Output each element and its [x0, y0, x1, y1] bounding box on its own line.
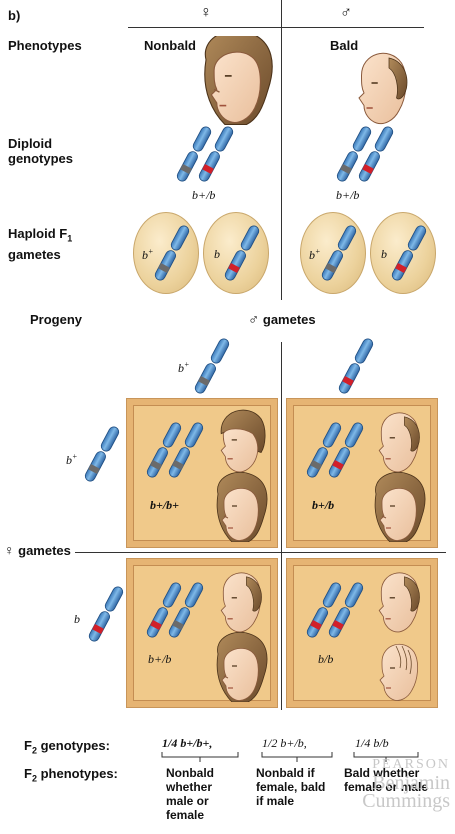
parent-divider — [281, 0, 282, 300]
cell22-male-head — [378, 572, 421, 633]
f2-phenotypes-label: F2 phenotypes: — [24, 766, 118, 784]
female-genotype: b+/b — [192, 188, 216, 202]
f2-phenotype-3: Bald whether female or male — [344, 766, 429, 794]
female-gamete-bplus: b+ — [133, 212, 199, 294]
diploid-genotypes-label: Diploid genotypes — [8, 136, 74, 166]
cell11-male-head — [220, 409, 266, 473]
male-diploid-chromosomes — [335, 124, 395, 184]
f2-phenotype-1: Nonbald whether male or female — [166, 766, 214, 822]
cell22-chromosomes — [305, 580, 365, 640]
male-gametes-label: ♂ gametes — [248, 311, 316, 328]
cell11-genotype: b+/b+ — [150, 498, 180, 512]
cell22-genotype: b/b — [318, 652, 334, 666]
left-gamete-bplus-label: b+ — [66, 452, 78, 467]
male-phenotype: Bald — [330, 38, 359, 53]
top-gamete-b — [337, 336, 375, 396]
female-gametes-label: ♀ gametes — [4, 543, 75, 558]
publisher-watermark: PEARSON Benjamin Cummings — [362, 757, 450, 812]
cell21-genotype: b+/b — [148, 652, 172, 666]
female-phenotype: Nonbald — [144, 38, 196, 53]
male-gamete-bplus: b+ — [300, 212, 366, 294]
male-gamete-b: b — [370, 212, 436, 294]
cell21-male-head — [220, 572, 263, 633]
f2-genotypes-label: F2 genotypes: — [24, 738, 110, 756]
f2-genotype-1: 1/4 b+/b+, — [162, 736, 213, 750]
punnett-vertical-line — [281, 342, 282, 710]
cell22-bald-head — [379, 643, 419, 702]
male-genotype: b+/b — [336, 188, 360, 202]
female-gamete-b: b — [203, 212, 269, 294]
f2-brackets — [161, 752, 419, 762]
left-gamete-b — [87, 584, 125, 644]
left-gamete-b-label: b — [74, 612, 80, 626]
cell12-male-head — [378, 412, 421, 473]
cell12-female-head — [374, 472, 426, 542]
cell21-chromosomes — [145, 580, 205, 640]
female-parent-head — [203, 36, 274, 126]
header-rule — [128, 27, 424, 28]
phenotypes-label: Phenotypes — [8, 38, 82, 53]
cell12-genotype: b+/b — [312, 498, 335, 512]
f2-genotype-3: 1/4 b/b — [355, 736, 389, 750]
f2-genotype-2: 1/2 b+/b, — [262, 736, 307, 750]
punnett-horizontal-line — [66, 552, 446, 553]
progeny-label: Progeny — [30, 312, 83, 327]
female-symbol-icon: ♀ — [200, 4, 212, 21]
cell12-chromosomes — [305, 420, 365, 480]
top-gamete-bplus-label: b+ — [178, 360, 190, 375]
female-diploid-chromosomes — [175, 124, 235, 184]
cell21-female-head — [216, 632, 268, 702]
cell11-chromosomes — [145, 420, 205, 480]
cell11-female-head — [216, 472, 268, 542]
male-parent-head — [358, 52, 408, 125]
male-symbol-icon: ♂ — [340, 4, 352, 21]
panel-label: b) — [8, 8, 21, 23]
f2-phenotype-2: Nonbald if female, bald if male — [256, 766, 326, 808]
